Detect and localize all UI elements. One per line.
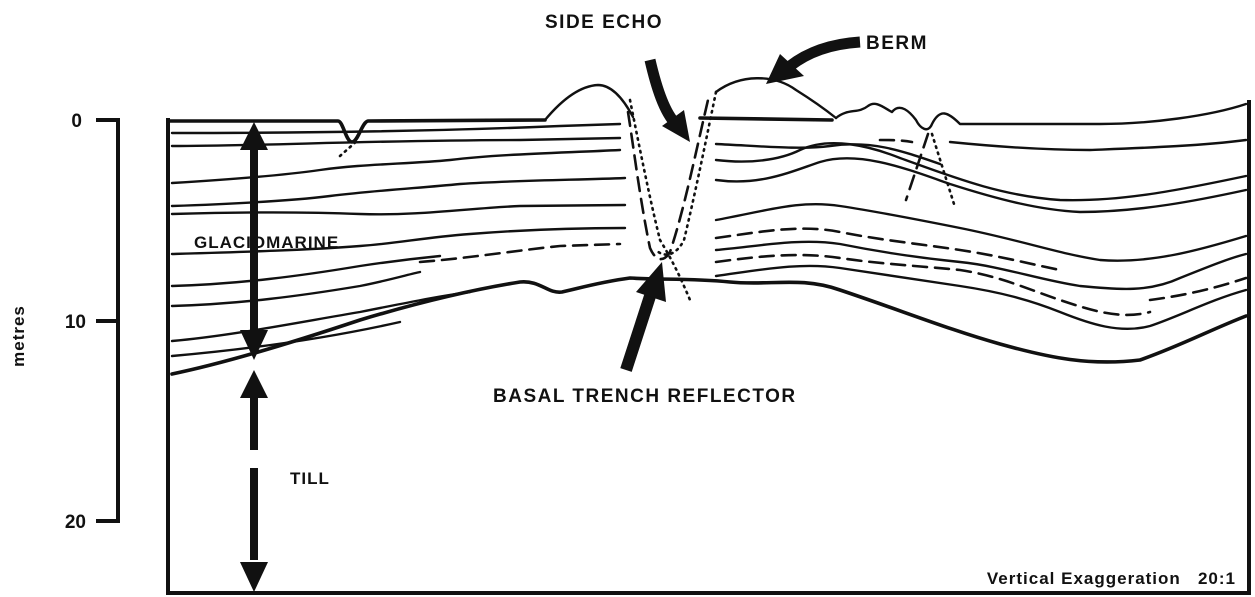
till-thickness-arrow bbox=[240, 370, 268, 592]
profile-frame bbox=[168, 100, 1249, 593]
depth-tick-label-0: 0 bbox=[71, 111, 82, 132]
till-boundary bbox=[172, 278, 1246, 374]
till-label: TILL bbox=[290, 469, 330, 488]
depth-tick-label-20: 20 bbox=[65, 512, 86, 533]
side-echo-arrow bbox=[650, 60, 690, 142]
vertical-exaggeration-label: Vertical Exaggeration 20:1 bbox=[987, 569, 1236, 588]
depth-tick-label-10: 10 bbox=[65, 312, 86, 333]
glaciomarine-label: GLACIOMARINE bbox=[194, 233, 339, 252]
depth-axis-title: metres bbox=[9, 305, 28, 367]
berm-label: BERM bbox=[866, 33, 928, 54]
depth-scale: 0 10 20 metres bbox=[9, 111, 120, 533]
berm-arrow bbox=[766, 42, 860, 84]
side-echo-label: SIDE ECHO bbox=[545, 12, 663, 33]
basal-trench-reflector-label: BASAL TRENCH REFLECTOR bbox=[493, 386, 797, 407]
